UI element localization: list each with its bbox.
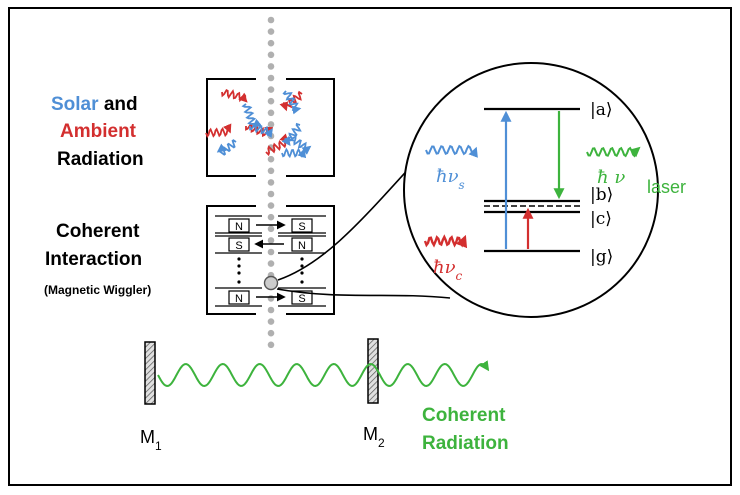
radiation-chamber: [206, 78, 335, 177]
beam-dot: [267, 86, 275, 93]
zoom-focus-marker: [263, 275, 279, 291]
laser-photon-wave: [586, 146, 641, 158]
beam-dot: [267, 16, 275, 24]
beam-dot: [267, 74, 275, 82]
magnet-ellipsis: [237, 257, 304, 284]
outer-frame: [8, 7, 732, 486]
svg-text:S: S: [298, 221, 305, 233]
beam-dot: [267, 155, 275, 163]
coherent-radiation-label-2: Radiation: [422, 433, 509, 454]
level-g-label: |g⟩: [590, 247, 613, 267]
solar-word: Solar: [51, 94, 99, 115]
energy-level-zoom: [403, 62, 659, 318]
beam-dot: [267, 248, 275, 256]
magnet-rails: [215, 215, 326, 307]
ambient-photon-squiggle: [221, 89, 248, 103]
radiation-label-line1: Solar and: [51, 93, 138, 116]
solar-photon-energy: ħνs: [436, 166, 465, 192]
svg-text:N: N: [235, 293, 243, 305]
beam-dot: [267, 63, 275, 70]
level-a-label: |a⟩: [590, 100, 613, 120]
magnet-block-left-1: N: [228, 218, 250, 233]
magnet-block-right-3: S: [291, 290, 313, 305]
magnet-block-left-2: S: [228, 237, 250, 252]
magnet-block-left-3: N: [228, 290, 250, 305]
beam-dot: [267, 39, 275, 47]
beam-dot: [267, 190, 275, 198]
solar-photon-squiggle: [282, 90, 302, 115]
mirror-m1-label: M1: [140, 427, 162, 453]
beam-dot: [267, 237, 275, 244]
ambient-word: Ambient: [60, 121, 136, 142]
magnetic-wiggler-label: (Magnetic Wiggler): [44, 283, 152, 297]
svg-text:S: S: [298, 293, 305, 305]
beam-dot: [267, 318, 275, 325]
electron-beam: [267, 16, 275, 349]
beam-dot: [267, 167, 275, 175]
radiation-word: Radiation: [57, 149, 144, 170]
beam-dot: [267, 306, 275, 314]
beam-dot: [267, 109, 275, 117]
ambient-photon-squiggle: [205, 123, 232, 139]
beam-dot: [267, 28, 275, 35]
mirror-m1: [144, 341, 156, 405]
svg-text:N: N: [235, 221, 243, 233]
solar-photon-squiggle: [241, 103, 263, 128]
mirror-m2: [367, 338, 379, 404]
coherent-radiation-label-1: Coherent: [422, 405, 506, 426]
photon-squiggles: [205, 89, 312, 159]
solar-photon-squiggle: [287, 134, 312, 155]
solar-photon-squiggle: [249, 122, 273, 139]
field-arrows: [254, 220, 286, 302]
beam-dot: [267, 179, 275, 186]
beam-dot: [267, 144, 275, 151]
mirror-m2-label: M2: [363, 424, 385, 450]
beam-dot: [267, 341, 275, 349]
level-b-label: |b⟩: [590, 185, 613, 205]
beam-dot: [267, 51, 275, 59]
beam-dot: [267, 213, 275, 221]
beam-dot: [267, 295, 275, 302]
beam-dot: [267, 202, 275, 209]
wiggler-chamber: [206, 205, 335, 315]
laser-word: laser: [647, 177, 686, 197]
beam-dot: [267, 121, 275, 128]
coherent-interaction-title-1: Coherent: [56, 221, 140, 242]
coherent-interaction-title-2: Interaction: [45, 249, 143, 270]
solar-photon-wave: [425, 144, 478, 158]
magnet-block-right-2: N: [291, 237, 313, 252]
solar-photon-squiggle: [281, 122, 302, 147]
ambient-photon-wave: [423, 234, 468, 249]
solar-photon-squiggle: [281, 147, 307, 159]
svg-text:S: S: [235, 240, 242, 252]
solar-photon-squiggle: [216, 139, 237, 156]
level-c-label: |c⟩: [590, 209, 612, 229]
ambient-photon-energy: ħνc: [433, 257, 463, 283]
coherent-radiation-wave: [157, 360, 490, 388]
beam-dot: [267, 260, 275, 267]
beam-dot: [267, 97, 275, 105]
beam-dot: [267, 329, 275, 337]
svg-text:N: N: [298, 240, 306, 252]
magnet-block-right-1: S: [291, 218, 313, 233]
laser-photon-energy: ħ ν: [597, 167, 625, 188]
and-word: and: [103, 94, 138, 115]
beam-dot: [267, 225, 275, 233]
